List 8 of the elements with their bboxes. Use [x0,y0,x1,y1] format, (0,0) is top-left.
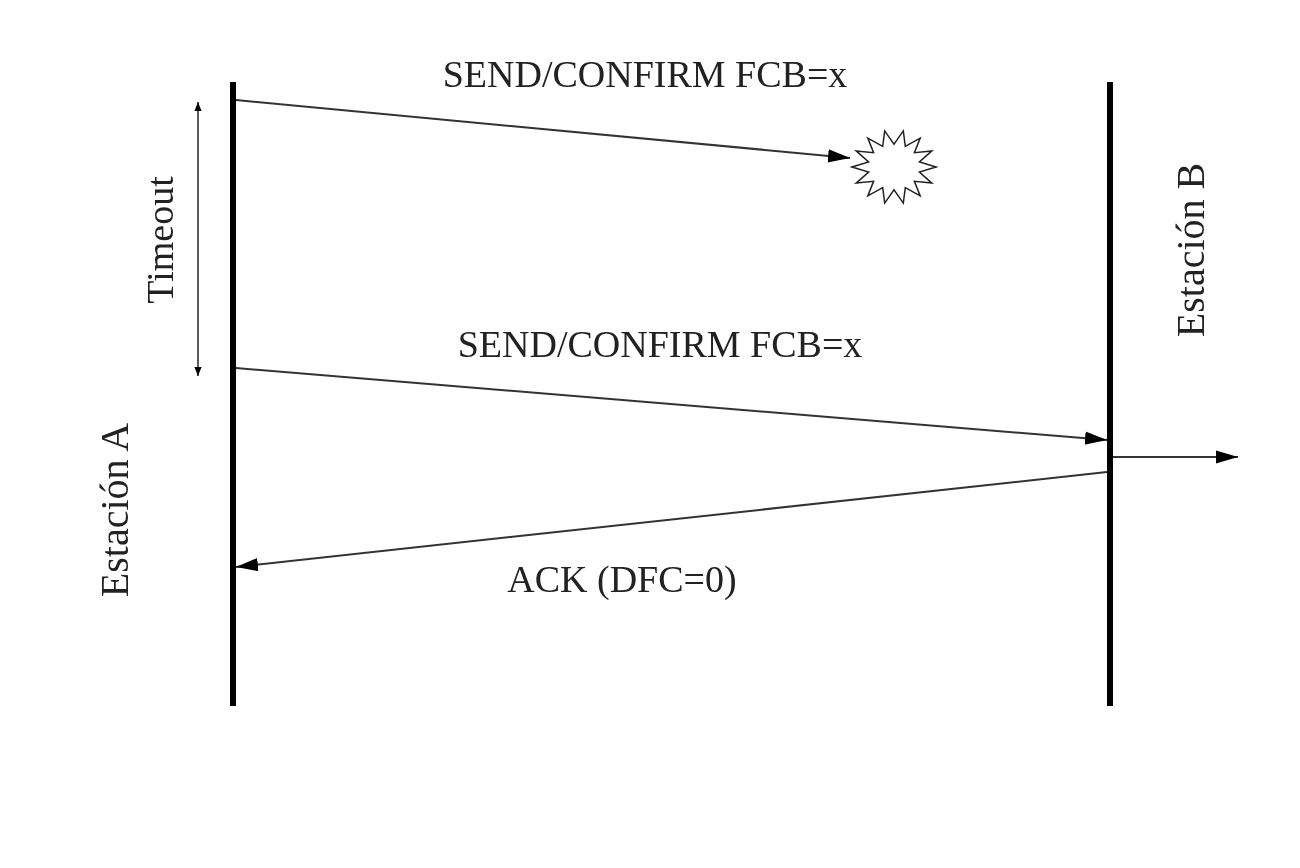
explosion-burst [850,128,938,206]
arrow [235,99,851,163]
station-label: Estación B [1171,162,1211,338]
timeout-label: Timeout [141,176,179,304]
arrow [1112,450,1239,464]
station-label: Estación A [95,422,135,598]
arrow [235,471,1108,572]
arrow [235,367,1108,445]
